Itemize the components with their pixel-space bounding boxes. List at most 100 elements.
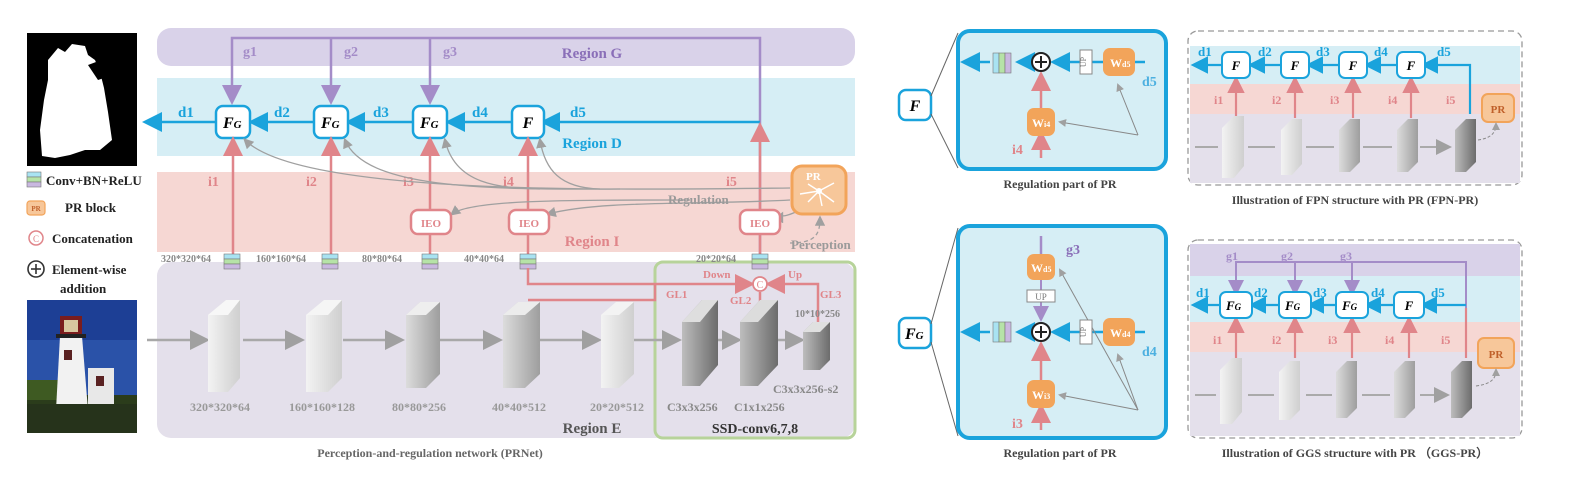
svg-text:g1: g1 [1226, 249, 1238, 263]
ggs-i-labels: i1 i2 i3 i4 i5 [1213, 333, 1450, 347]
svg-text:F: F [1231, 58, 1241, 73]
svg-text:160*160*128: 160*160*128 [289, 400, 355, 414]
reg2-add-node [1031, 322, 1051, 342]
legend-pr-label: PR block [65, 200, 117, 215]
g2-label: g2 [344, 45, 358, 60]
svg-text:FG: FG [904, 326, 924, 343]
reg2-stack [992, 321, 1012, 343]
f-node-4: F [510, 104, 546, 140]
ggs-d-labels: d1 d2 d3 d4 d5 [1196, 285, 1445, 300]
legend-conv-icon [26, 171, 42, 188]
legend: Conv+BN+ReLU PR PR block C Concatenation… [26, 171, 142, 296]
backbone-block-5 [601, 302, 634, 388]
fpn-f-nodes: F F F F [1221, 51, 1426, 79]
block-size-labels: 320*320*64 160*160*128 80*80*256 40*40*5… [190, 400, 644, 414]
legend-conv-label: Conv+BN+ReLU [46, 173, 142, 188]
svg-text:i3: i3 [1330, 93, 1339, 107]
reg1-caption: Regulation part of PR [1004, 177, 1117, 191]
fg-node-1: FG [214, 104, 252, 140]
svg-text:i2: i2 [1272, 93, 1281, 107]
ggs-perception-arrow [1475, 368, 1500, 387]
i4-label: i4 [503, 175, 514, 190]
small-block-label: 10*10*256 [795, 309, 840, 320]
region-i-label: Region I [565, 234, 620, 250]
svg-text:FG: FG [320, 115, 340, 132]
svg-text:PR: PR [1491, 104, 1507, 116]
ggs-g-labels: g1 g2 g3 [1226, 249, 1352, 263]
regulation-panel-1 [956, 29, 1168, 171]
svg-text:IEO: IEO [750, 218, 771, 230]
fpn-i-labels: i1 i2 i3 i4 i5 [1214, 93, 1455, 107]
concat-node: C [752, 276, 768, 292]
region-i-band [157, 172, 855, 252]
svg-text:F: F [1406, 58, 1416, 73]
d2-label: d2 [274, 105, 290, 121]
fg-node-2: FG [312, 104, 350, 140]
svg-text:Wd4: Wd4 [1110, 326, 1130, 340]
svg-text:320*320*64: 320*320*64 [190, 400, 250, 414]
fpn-d-arrows [1190, 56, 1472, 114]
svg-text:d2: d2 [1258, 44, 1272, 59]
svg-text:Wd5: Wd5 [1110, 56, 1130, 70]
d4-label: d4 [472, 105, 488, 121]
svg-text:Wd5: Wd5 [1031, 261, 1051, 275]
svg-text:d4: d4 [1371, 285, 1385, 300]
region-e-label: Region E [563, 421, 622, 437]
svg-text:i3: i3 [1328, 333, 1337, 347]
conv-b-label: C1x1x256 [734, 400, 785, 414]
reg2-caption: Regulation part of PR [1004, 446, 1117, 460]
ieo-block-1: IEO [409, 208, 453, 236]
i1-label: i1 [208, 175, 219, 190]
backbone-block-3 [406, 302, 440, 388]
svg-text:FG: FG [1284, 298, 1301, 313]
svg-text:i5: i5 [1446, 93, 1455, 107]
svg-text:i4: i4 [1385, 333, 1394, 347]
svg-text:i5: i5 [1441, 333, 1450, 347]
fpn-i-arrows [1227, 75, 1420, 118]
d1-label: d1 [178, 105, 194, 121]
ssd-block-3 [803, 322, 830, 370]
svg-text:d3: d3 [1313, 285, 1327, 300]
svg-text:C: C [757, 280, 764, 291]
backbone-block-4 [503, 302, 540, 388]
svg-text:F: F [909, 98, 921, 115]
legend-elementwise-label-2: addition [60, 281, 107, 296]
ggs-i-arrows [1227, 308, 1468, 358]
conv-c-label: C3x3x256-s2 [773, 382, 838, 396]
svg-text:FG: FG [1225, 298, 1242, 313]
reg2-w-i3: Wi3 [1027, 380, 1055, 408]
prnet-caption: Perception-and-regulation network (PRNet… [317, 446, 543, 460]
svg-text:PR: PR [806, 171, 822, 183]
svg-text:Wi4: Wi4 [1032, 116, 1050, 130]
reg2-w-d4: Wd4 [1103, 318, 1135, 346]
lighthouse-input-image [27, 300, 137, 433]
reg2-g3-label: g3 [1066, 243, 1080, 258]
svg-text:F: F [1404, 298, 1414, 313]
svg-text:40*40*512: 40*40*512 [492, 400, 546, 414]
region-g-band [157, 28, 855, 66]
i3-label: i3 [403, 175, 414, 190]
svg-text:d2: d2 [1254, 285, 1268, 300]
ssd-label: SSD-conv6,7,8 [712, 422, 798, 437]
reg1-arrows [960, 52, 1145, 158]
svg-text:UP: UP [1079, 56, 1088, 67]
svg-text:F: F [1348, 58, 1358, 73]
ieo-block-2: IEO [507, 208, 551, 236]
legend-pr-icon: PR [26, 200, 46, 216]
ggs-nodes: FG FG FG F [1219, 291, 1425, 319]
perception-label: Perception [791, 237, 851, 252]
region-d-band [157, 78, 855, 156]
svg-text:g3: g3 [1340, 249, 1352, 263]
ieo-block-3: IEO [738, 208, 782, 236]
down-label: Down [703, 269, 731, 281]
ssd-block-2 [740, 300, 778, 386]
i5-label: i5 [726, 175, 737, 190]
pr-block: PR [790, 164, 848, 216]
svg-text:IEO: IEO [421, 218, 442, 230]
legend-plus-icon [27, 260, 45, 278]
reg2-d4-label: d4 [1142, 345, 1157, 360]
legend-concat-icon: C [28, 230, 44, 246]
conv-a-label: C3x3x256 [667, 400, 718, 414]
gl2-label: GL2 [730, 295, 752, 307]
